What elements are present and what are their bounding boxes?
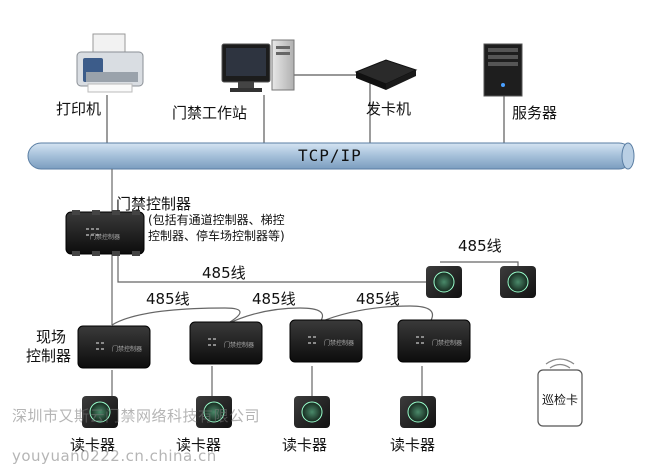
card-reader-icon-6	[500, 266, 536, 298]
bus-label: TCP/IP	[298, 146, 362, 165]
card-reader-label-4: 读卡器	[390, 436, 436, 454]
patrol-card-icon	[537, 358, 583, 427]
tcpip-bus	[27, 142, 635, 170]
rs485-label-top-right: 485线	[458, 237, 502, 255]
watermark-line1: 深圳市又斯云门禁网络科技有限公司	[12, 407, 261, 425]
device-drop-lines	[106, 74, 505, 146]
main-controller-icon	[65, 210, 145, 256]
reader-icons-right	[426, 266, 536, 298]
server-label: 服务器	[512, 104, 558, 122]
field-controller-2	[189, 321, 263, 365]
printer-label: 打印机	[56, 100, 102, 118]
card-issuer-label: 发卡机	[366, 100, 412, 118]
card-reader-label-3: 读卡器	[282, 436, 328, 454]
field-controller-label-line1: 现场	[36, 328, 67, 346]
patrol-card-label: 巡检卡	[542, 393, 579, 407]
field-controller-2-panel-text: 门禁控制器	[224, 342, 255, 349]
field-controller-3	[289, 319, 363, 363]
field-controller-1-panel-text: 门禁控制器	[112, 346, 143, 353]
field-controller-icons	[77, 319, 471, 369]
workstation-icon	[221, 39, 295, 92]
field-controller-3-panel-text: 门禁控制器	[324, 340, 355, 347]
workstation-label: 门禁工作站	[172, 104, 248, 122]
rs485-label-branch-right: 485线	[356, 290, 400, 308]
field-controller-4-panel-text: 门禁控制器	[432, 340, 463, 347]
card-reader-icon-5	[426, 266, 462, 298]
card-reader-label-1: 读卡器	[70, 436, 116, 454]
main-controller-note-line2: 控制器、停车场控制器等)	[148, 229, 285, 243]
printer-icon	[76, 33, 144, 93]
field-controller-1	[77, 325, 151, 369]
rs485-label-mid: 485线	[202, 264, 246, 282]
card-reader-icon-4	[400, 396, 436, 428]
card-issuer-icon	[354, 59, 418, 90]
card-reader-icon-3	[294, 396, 330, 428]
field-controller-4	[397, 319, 471, 363]
field-controller-label-line2: 控制器	[26, 347, 72, 365]
main-controller-panel-text: 门禁控制器	[90, 234, 121, 241]
rs485-label-branch-mid: 485线	[252, 290, 296, 308]
server-icon	[483, 43, 523, 97]
rs485-label-branch-left: 485线	[146, 290, 190, 308]
card-reader-icon-1	[82, 396, 118, 428]
main-controller-title: 门禁控制器	[116, 195, 192, 213]
card-reader-icon-2	[196, 396, 232, 428]
watermark-line2: youyuan0222.cn.china.cn	[12, 447, 217, 465]
card-reader-label-2: 读卡器	[176, 436, 222, 454]
main-controller-note-line1: (包括有通道控制器、梯控	[148, 213, 285, 227]
reader-icons-bottom	[82, 396, 436, 428]
